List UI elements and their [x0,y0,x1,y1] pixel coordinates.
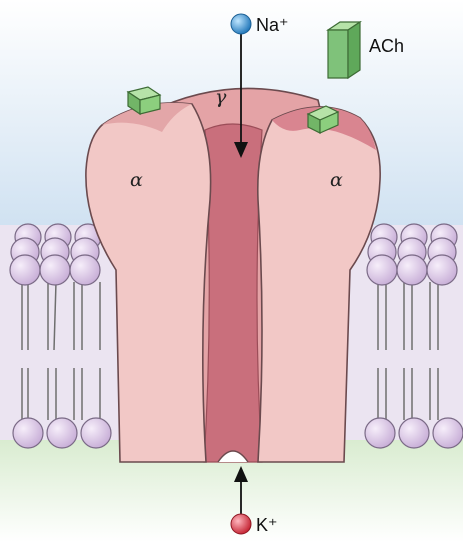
ach-bound-left [126,86,162,116]
k-label: K⁺ [256,515,278,535]
k-flow-arrow [234,466,248,514]
ach-bound-right [306,105,340,134]
k-ion [230,513,252,535]
ach-legend-icon [326,20,362,80]
pore [203,123,263,463]
na-ion [230,13,252,35]
alpha-left-shadow [102,102,192,132]
lipid-bilayer-left [9,223,112,449]
alpha-right-label: α [330,169,343,191]
na-label: Na⁺ [256,15,289,35]
na-flow-arrow [234,34,248,158]
pore-notch [217,450,249,463]
lipid-bilayer-right [364,223,463,449]
ach-label: ACh [369,36,404,56]
alpha-left-label: α [130,169,143,191]
acetylcholine-receptor-channel [85,87,381,463]
gamma-label: γ [215,86,227,108]
